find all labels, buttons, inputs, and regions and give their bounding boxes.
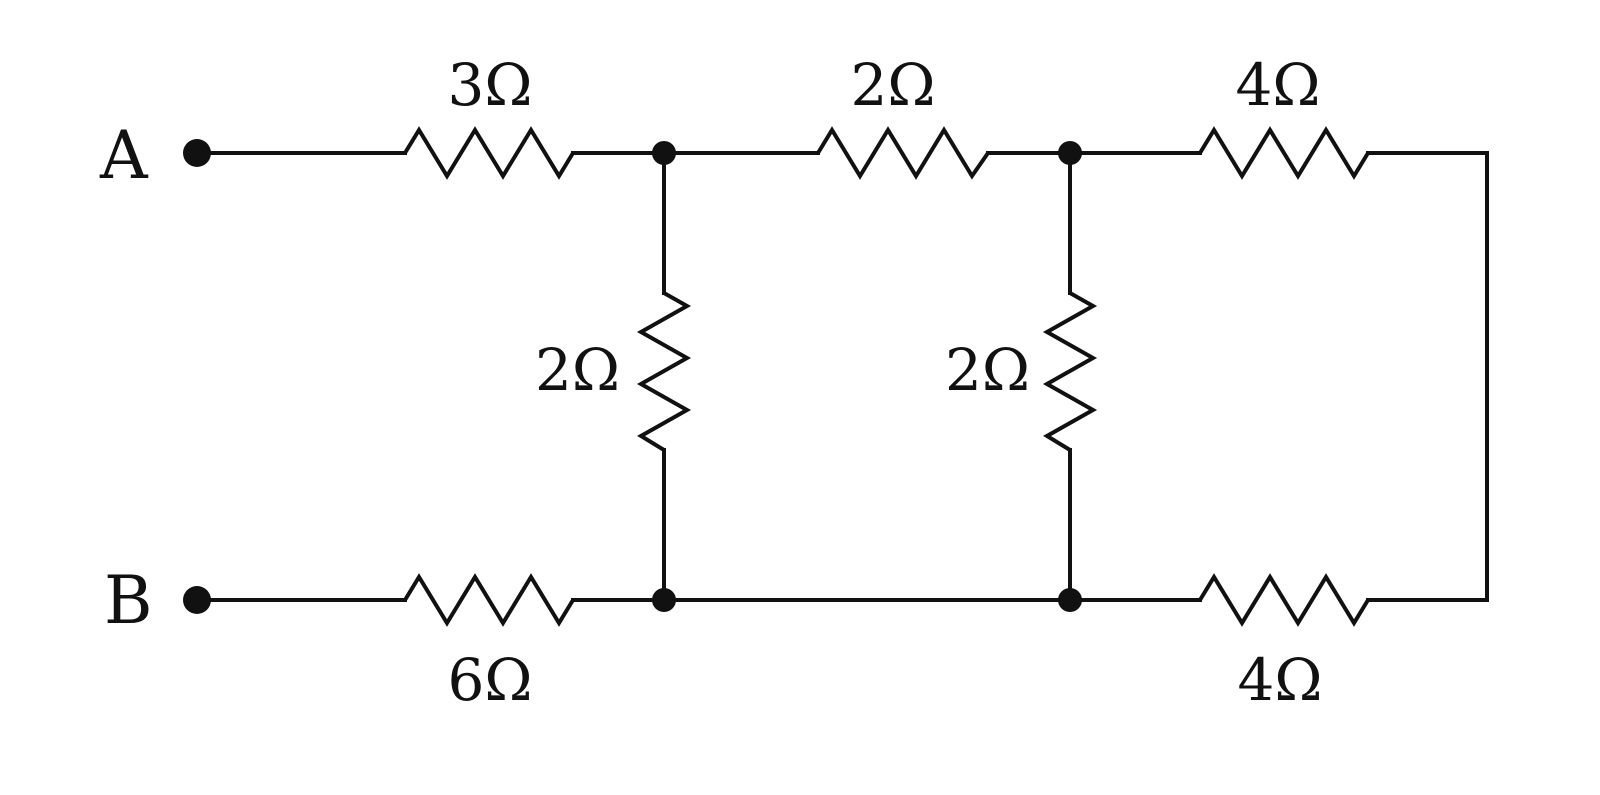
- label-top-left-resistor: 3Ω: [448, 51, 533, 119]
- terminal-a-dot: [183, 139, 211, 167]
- junction-bottom-left: [652, 588, 676, 612]
- terminal-b-dot: [183, 586, 211, 614]
- label-vertical-left-resistor: 2Ω: [535, 336, 620, 404]
- label-bottom-left-resistor: 6Ω: [448, 646, 533, 714]
- junction-top-right: [1058, 141, 1082, 165]
- resistor-bottom-right-4ohm: [1198, 573, 1370, 627]
- label-top-middle-resistor: 2Ω: [851, 51, 936, 119]
- label-bottom-right-resistor: 4Ω: [1238, 646, 1323, 714]
- label-vertical-right-resistor: 2Ω: [945, 336, 1030, 404]
- resistor-top-left-3ohm: [403, 126, 575, 180]
- junction-bottom-right: [1058, 588, 1082, 612]
- terminal-a-label: A: [99, 117, 149, 194]
- terminal-b-label: B: [104, 562, 153, 639]
- label-top-right-resistor: 4Ω: [1236, 51, 1321, 119]
- resistor-bottom-left-6ohm: [403, 573, 575, 627]
- resistor-top-middle-2ohm: [816, 126, 990, 180]
- resistor-vertical-left-2ohm: [636, 291, 692, 452]
- resistor-top-right-4ohm: [1198, 126, 1370, 180]
- resistor-vertical-right-2ohm: [1042, 291, 1098, 452]
- junction-top-left: [652, 141, 676, 165]
